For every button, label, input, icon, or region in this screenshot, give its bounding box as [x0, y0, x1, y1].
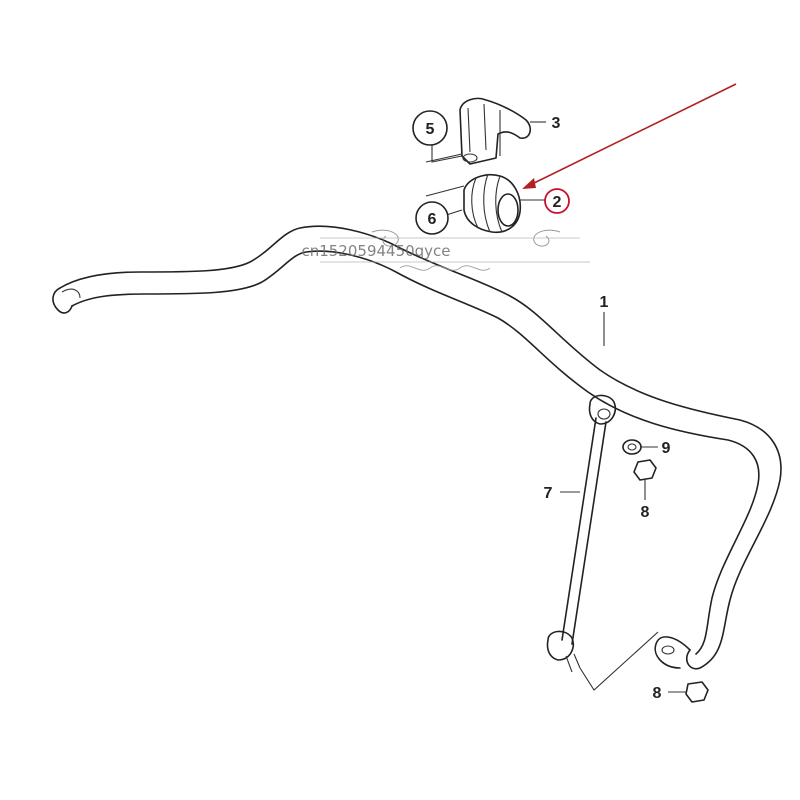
callout-5-label: 5 — [426, 121, 435, 138]
link-rod — [546, 394, 616, 673]
arrow-head — [522, 178, 536, 189]
nut-part-8-upper — [633, 459, 657, 481]
callout-9-label: 9 — [662, 440, 671, 457]
arrow-shaft — [527, 83, 737, 187]
callout-3-label: 3 — [552, 115, 561, 132]
bracket-part — [459, 97, 532, 165]
callout-8-upper-label: 8 — [641, 504, 650, 521]
callout-7-label: 7 — [544, 485, 553, 502]
callout-8-lower-label: 8 — [653, 685, 662, 702]
callout-6-label: 6 — [428, 211, 437, 228]
stabilizer-bar — [52, 225, 782, 670]
pointer-arrow — [522, 83, 737, 189]
hardware — [622, 439, 709, 703]
nut-part-8-lower — [685, 681, 709, 703]
watermark: cn1520594450qyce — [301, 229, 590, 271]
washer-part-9 — [622, 439, 642, 455]
callout-2-label: 2 — [553, 194, 562, 211]
callout-6: 6 — [415, 201, 449, 235]
leader-lines — [431, 121, 686, 693]
callout-1-label: 1 — [600, 294, 609, 311]
watermark-text: cn1520594450qyce — [301, 242, 450, 260]
rubber-mounting-part — [463, 173, 522, 234]
callout-5: 5 — [412, 110, 448, 146]
callout-2: 2 — [544, 188, 570, 214]
